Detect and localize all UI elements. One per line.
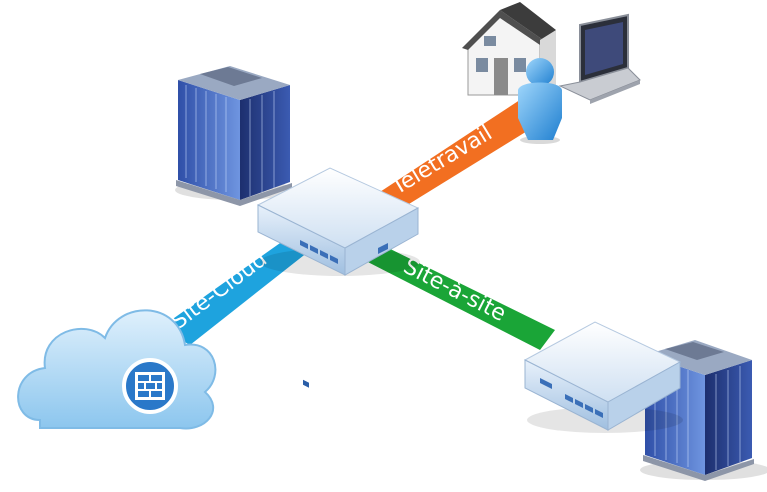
laptop-icon [558,13,641,104]
firewall-appliance-icon [256,167,420,388]
house-icon [462,2,556,96]
label-teletravail: Télétravail [386,121,496,201]
user-icon [518,58,562,144]
cloud-firewall-badge-icon [122,358,178,414]
link-site-a-site [360,240,555,350]
teletravail-band [360,90,545,225]
appliance-ports [300,240,388,264]
office-building-icon [640,340,767,481]
cloud-icon [17,309,217,430]
link-teletravail [360,90,545,225]
site-a-site-band [360,240,555,350]
firewall-appliance-icon [523,321,683,433]
office-building-icon [175,66,295,206]
site-cloud-band [160,236,308,345]
appliance-ports [540,378,603,418]
link-site-cloud [160,236,308,345]
